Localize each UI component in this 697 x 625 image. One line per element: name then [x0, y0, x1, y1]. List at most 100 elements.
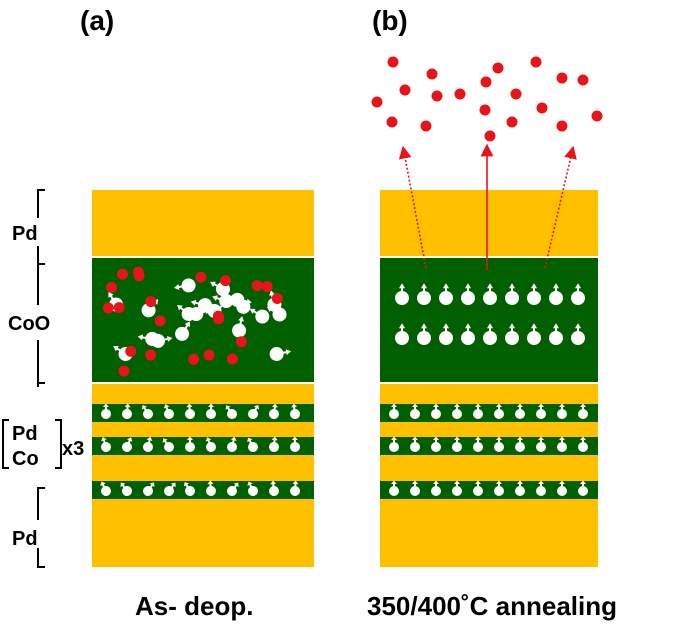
spin-moment [505, 283, 519, 305]
spin-moment [232, 316, 247, 338]
spin-moment [431, 403, 441, 419]
spin-moment [515, 480, 525, 496]
spin-moment [439, 323, 453, 345]
spin-moment [417, 283, 431, 305]
spin-moment [206, 403, 216, 419]
oxygen-atom [420, 120, 432, 132]
label-repeat: x3 [62, 438, 84, 460]
spin-moment [452, 403, 462, 419]
caption-a: As- deop. [135, 591, 253, 621]
spin-moment [122, 437, 133, 452]
oxygen-atom [426, 68, 438, 80]
spin-moment [578, 436, 588, 452]
spin-moment [269, 480, 279, 496]
spin-moment [190, 298, 212, 313]
oxygen-atom [371, 96, 383, 108]
spin-moment [571, 283, 585, 305]
spin-moment [174, 278, 196, 293]
spin-moment [473, 436, 483, 452]
spin-moment [164, 482, 176, 496]
spin-moment [227, 482, 239, 496]
spin-moment [122, 403, 132, 419]
spin-moment [431, 436, 441, 452]
spin-moment [515, 403, 525, 419]
pd-layer-top [380, 190, 598, 256]
spin-moment [389, 403, 399, 419]
spin-moment [483, 323, 497, 345]
oxygen-atom [118, 365, 130, 377]
oxygen-atom [102, 302, 114, 314]
spin-moment [227, 436, 237, 452]
oxygen-atom [154, 315, 166, 327]
spin-moment [143, 436, 153, 452]
spin-moment [290, 403, 300, 419]
caption-b: 350/400˚C annealing [367, 591, 617, 621]
spin-moment [439, 283, 453, 305]
spin-moment [175, 321, 190, 341]
spin-moment [557, 436, 567, 452]
spin-moment [494, 403, 504, 419]
oxygen-atom [145, 296, 157, 308]
spin-moment [549, 283, 563, 305]
escape-arrows [398, 143, 577, 270]
spin-moment [395, 283, 409, 305]
oxygen-atom [556, 120, 568, 132]
label-multilayer-pd: Pd [12, 423, 38, 445]
spin-moment [247, 481, 258, 496]
spin-moment [549, 323, 563, 345]
oxygen-atom [195, 271, 207, 283]
spin-moment [557, 480, 567, 496]
oxygen-atom [484, 130, 496, 142]
spin-moment [494, 480, 504, 496]
spin-moment [557, 403, 567, 419]
spin-moment [571, 323, 585, 345]
oxygen-atom [106, 281, 118, 293]
spin-moment [431, 480, 441, 496]
label-pd-top: Pd [12, 223, 38, 245]
oxygen-atom [431, 90, 443, 102]
spin-moment [452, 480, 462, 496]
spin-moment [473, 480, 483, 496]
oxygen-atom [132, 266, 144, 278]
spin-moment [410, 403, 420, 419]
spin-moment [527, 323, 541, 345]
oxygen-atom [203, 349, 215, 361]
spin-moment [452, 436, 462, 452]
spin-moment [269, 403, 279, 419]
spin-moment [120, 482, 132, 496]
spin-moment [527, 283, 541, 305]
oxygen-atom [113, 302, 125, 314]
spin-moment [247, 437, 258, 452]
spin-moment [269, 347, 292, 362]
oxygen-atom [261, 281, 273, 293]
oxygen-atom [480, 76, 492, 88]
spin-moment [101, 403, 111, 419]
oxygen-atom [251, 280, 263, 292]
oxygen-atom [506, 116, 518, 128]
spin-moment [494, 436, 504, 452]
spin-moment [150, 333, 173, 348]
spin-moment [410, 480, 420, 496]
panel-a-tag: (a) [80, 5, 114, 36]
oxygen-atom [510, 88, 522, 100]
oxygen-atom [536, 102, 548, 114]
oxygen-atom [125, 345, 137, 357]
stack-as-deposited [92, 190, 314, 567]
spin-moment [101, 436, 111, 452]
spin-moment [290, 480, 300, 496]
spin-moment [177, 304, 196, 322]
oxygen-atom [386, 116, 398, 128]
spin-moment [389, 480, 399, 496]
spin-moment [225, 405, 237, 419]
oxygen-atom [556, 72, 568, 84]
spin-moment [206, 480, 216, 496]
spin-moment [536, 403, 546, 419]
spin-moment [417, 323, 431, 345]
spin-moment [536, 480, 546, 496]
spin-moment [461, 323, 475, 345]
oxygen-atom [220, 275, 232, 287]
oxygen-atom [479, 104, 491, 116]
oxygen-atom [492, 62, 504, 74]
spin-moment [143, 482, 155, 496]
